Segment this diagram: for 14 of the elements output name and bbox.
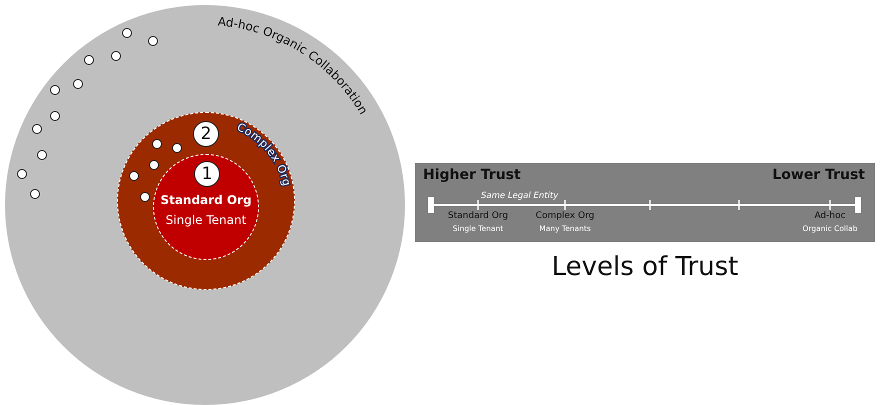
number-badge xyxy=(194,161,220,187)
number-label: 1 xyxy=(202,164,212,184)
tick-label: Standard Org xyxy=(448,211,508,221)
number-badge xyxy=(193,121,219,147)
range-label: Same Legal Entity xyxy=(481,191,558,201)
scale-end-label: Lower Trust xyxy=(772,167,865,183)
title: Levels of Trust xyxy=(552,252,738,282)
tick-label: Ad-hoc xyxy=(814,211,846,221)
trust-scale-panel xyxy=(415,163,875,242)
subtitle-label: Single Tenant xyxy=(166,213,246,227)
scale-end-label: Higher Trust xyxy=(423,167,521,183)
circle-label: Standard Org xyxy=(160,193,252,207)
tick-label: Complex Org xyxy=(536,211,594,221)
number-label: 2 xyxy=(200,124,212,144)
